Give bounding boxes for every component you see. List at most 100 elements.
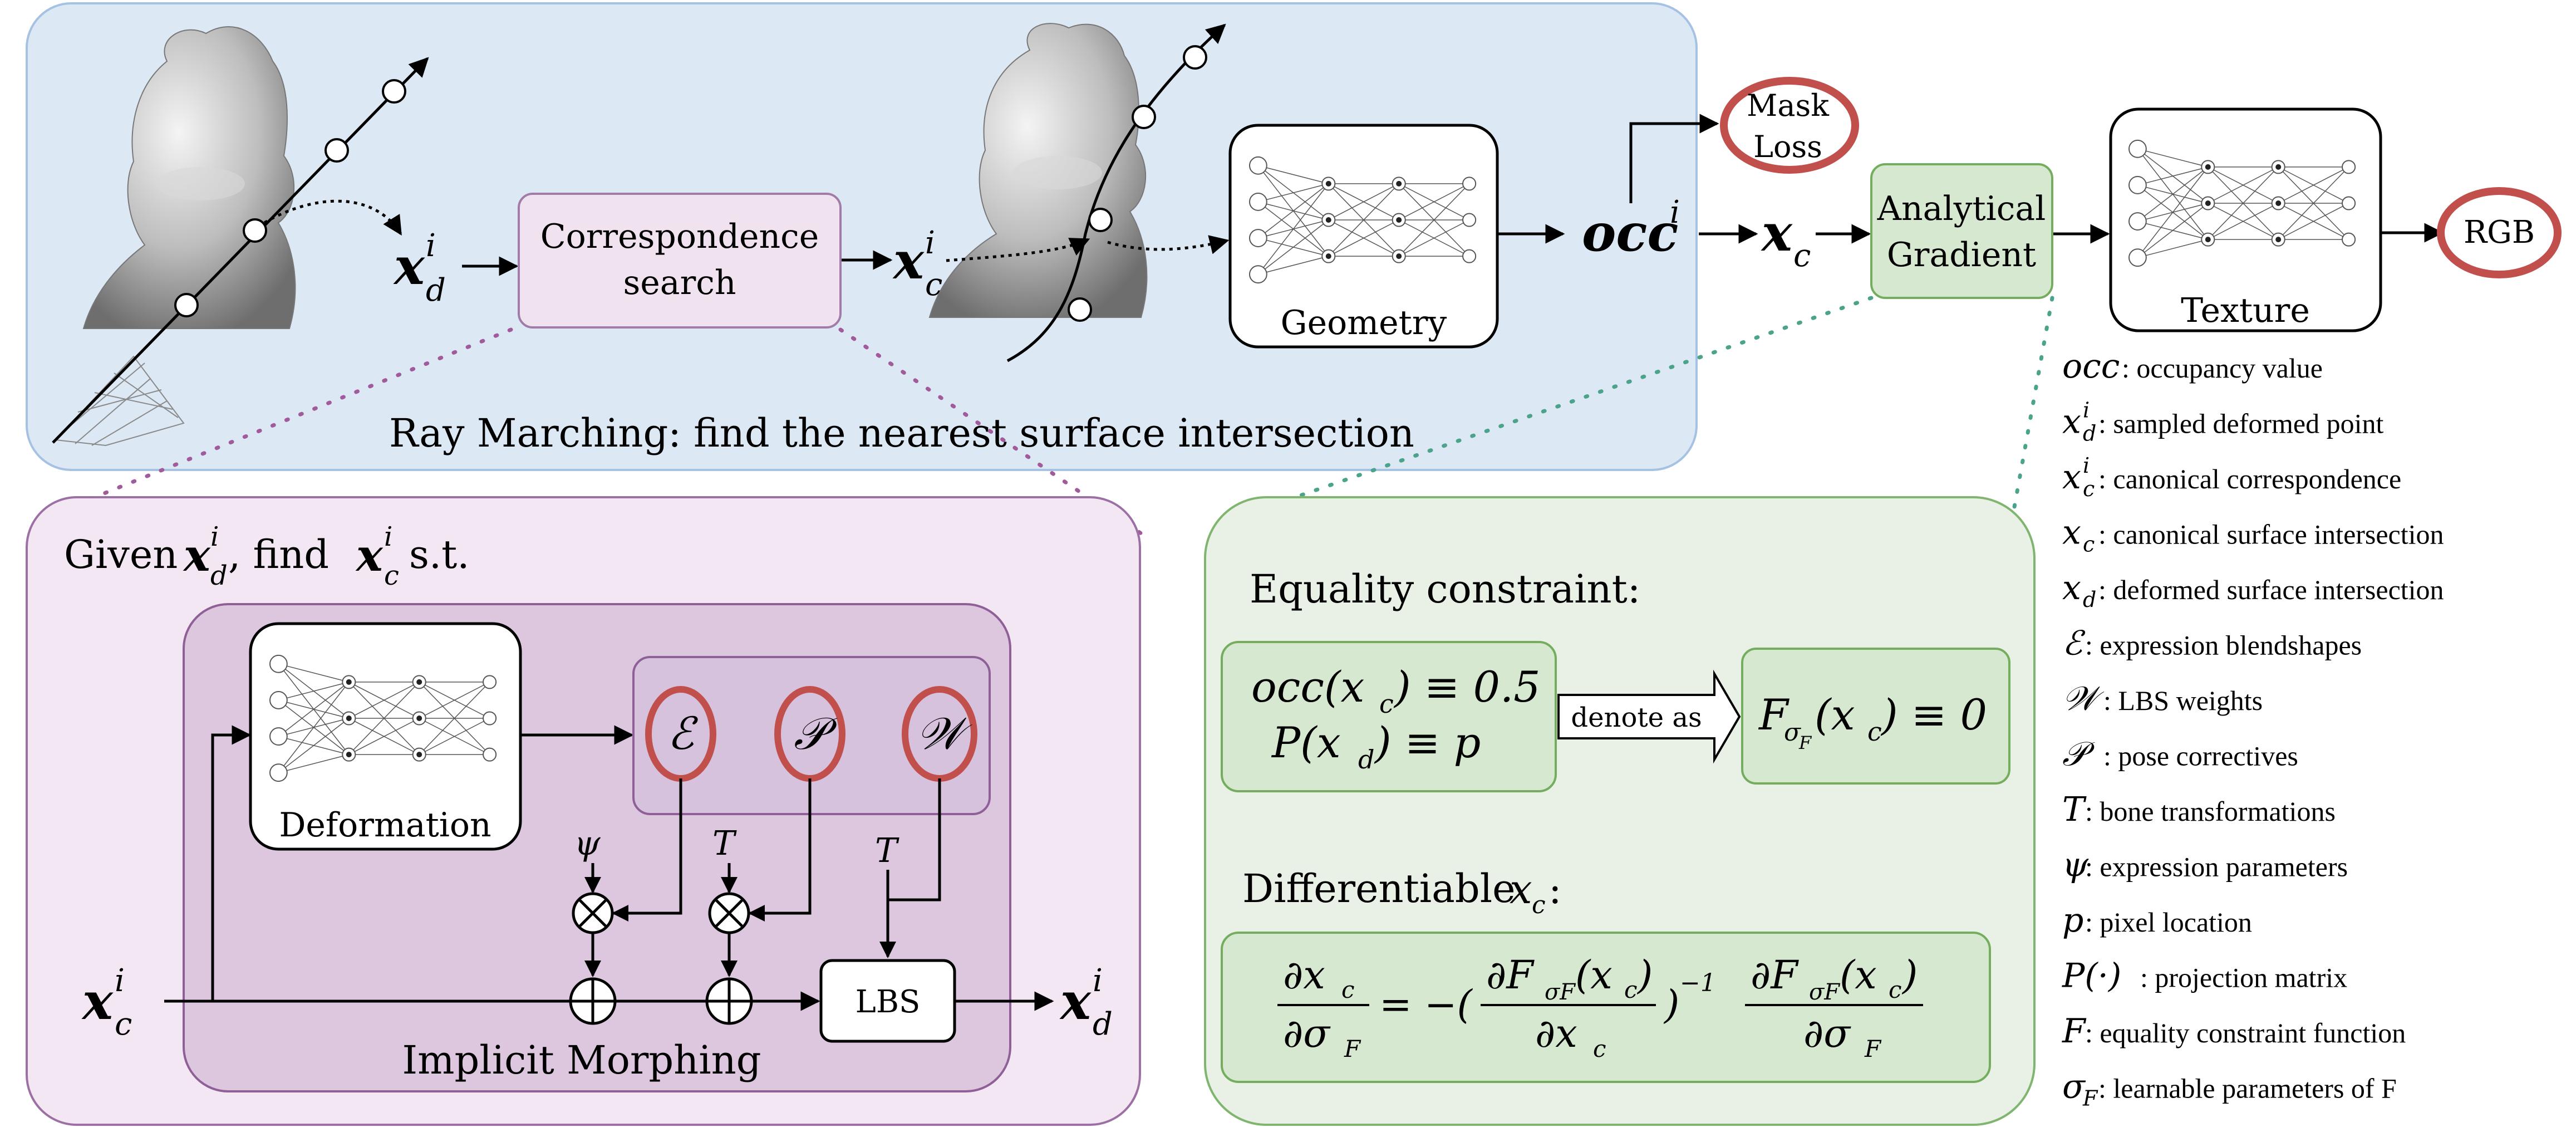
- eq-line2-rest: ) ≡ p: [1374, 718, 1481, 767]
- network-node-dot: [416, 752, 422, 758]
- network-edge: [2137, 166, 2209, 222]
- dotted-connector-green: [2007, 296, 2054, 537]
- network-edge: [1328, 219, 1399, 257]
- legend-entry: P(·): projection matrix: [2062, 957, 2347, 996]
- output-xd: x: [1059, 971, 1092, 1031]
- network-edge: [2137, 239, 2208, 258]
- network-node-dot: [2205, 237, 2211, 243]
- psi-label: ψ: [574, 824, 601, 863]
- arrow-E-to-multiply: [612, 778, 682, 922]
- given-xc-sup: i: [384, 521, 392, 552]
- ray-sample-point: [1068, 297, 1092, 322]
- frac1-den: ∂σ: [1283, 1011, 1331, 1056]
- E-symbol: ℰ: [667, 708, 699, 759]
- F-main: F: [1758, 690, 1790, 739]
- xc-label: x: [892, 231, 925, 291]
- network-node-dot: [2205, 200, 2211, 206]
- frac3-den-sub: F: [1864, 1035, 1882, 1062]
- network-node-dot: [2275, 200, 2282, 206]
- network-edge: [419, 682, 490, 755]
- network-edge: [2137, 166, 2208, 186]
- network-edge: [1258, 183, 1329, 203]
- mask-loss-line1: Mask: [1747, 88, 1830, 123]
- eq-line1-rest: ) ≡ 0.5: [1393, 662, 1541, 712]
- network-node: [269, 654, 288, 673]
- given-xd-sup: i: [210, 521, 219, 552]
- network-edge: [2208, 166, 2279, 204]
- xd-label: x: [393, 236, 425, 296]
- network-node: [1249, 193, 1267, 211]
- legend-subscript: c: [2083, 477, 2095, 501]
- legend-symbol: p: [2062, 901, 2083, 940]
- network-node: [1462, 177, 1477, 191]
- head-scan-canonical: [928, 23, 1148, 318]
- network-node: [483, 675, 497, 689]
- network-node: [2342, 160, 2356, 174]
- T2-label: T: [875, 831, 899, 870]
- network-edge: [419, 682, 490, 719]
- F-rest-post: ) ≡ 0: [1880, 690, 1987, 739]
- denote-as-arrow: [1557, 669, 1741, 764]
- multiply-op-1-sign: [579, 899, 607, 927]
- camera-ray-1: [52, 57, 429, 444]
- F-sub: σ: [1784, 718, 1802, 747]
- legend-entry: occ: occupancy value: [2062, 347, 2323, 386]
- xc-sup: i: [925, 225, 935, 261]
- legend-description: : LBS weights: [2103, 685, 2263, 716]
- frac3-num-rest: (x: [1840, 952, 1877, 998]
- legend-entry: 𝒲: LBS weights: [2062, 679, 2263, 718]
- add-op-2-sign: [707, 979, 751, 1023]
- arrow-occ-to-mask: [1629, 114, 1719, 203]
- network-node-dot: [1325, 217, 1331, 223]
- network-node: [1249, 229, 1267, 247]
- frac1-num: ∂x: [1283, 952, 1325, 998]
- network-node: [1249, 265, 1267, 284]
- eq-line1: occ(x: [1251, 662, 1364, 712]
- given-prefix: Given: [64, 532, 178, 577]
- frac2-num-rest-sub: c: [1624, 976, 1638, 1003]
- dotted-link: [263, 199, 402, 236]
- legend-entry: ψ: expression parameters: [2062, 846, 2348, 885]
- network-node-dot: [1396, 253, 1402, 259]
- occ-label: occ: [1582, 203, 1678, 263]
- network-edge: [2137, 203, 2209, 258]
- legend-entry: T: bone transformations: [2062, 790, 2336, 829]
- given-xc: x: [355, 529, 384, 581]
- network-node: [2128, 212, 2147, 231]
- ray-sample-point: [174, 293, 199, 317]
- constraint-equations: occ(x c ) ≡ 0.5 P(x d ) ≡ p: [1251, 662, 1541, 775]
- rgb-label: RGB: [2464, 214, 2535, 251]
- legend-symbol: x: [2062, 403, 2081, 442]
- legend-description: : expression blendshapes: [2085, 630, 2362, 661]
- input-xc: x: [81, 971, 114, 1031]
- network-node: [1249, 156, 1267, 175]
- network-node-dot: [1325, 253, 1331, 259]
- network-node-dot: [416, 716, 422, 721]
- network-node-dot: [1396, 217, 1402, 223]
- legend-entry: ℰ: expression blendshapes: [2062, 624, 2362, 663]
- deformation-network-graph: [269, 654, 497, 782]
- network-edge: [278, 718, 350, 773]
- network-edge: [348, 682, 420, 755]
- network-node-dot: [2275, 237, 2282, 243]
- branch-to-deformation: [211, 725, 252, 1001]
- network-edge: [278, 754, 349, 773]
- dotted-link: [946, 238, 1090, 262]
- network-edge: [1328, 183, 1399, 220]
- network-node: [1462, 213, 1477, 227]
- network-edge: [1258, 256, 1329, 275]
- legend-symbol: ℰ: [2062, 624, 2086, 663]
- network-edge: [2137, 166, 2209, 258]
- rgb-circle: [2437, 187, 2562, 278]
- legend-symbol: ψ: [2062, 846, 2089, 885]
- eq-line1-sub: c: [1379, 689, 1394, 719]
- ray-marching-caption: Ray Marching: find the nearest surface i…: [389, 410, 1414, 456]
- legend-subscript: d: [2083, 587, 2096, 612]
- network-node-dot: [346, 679, 352, 685]
- xc-out-label: x: [1761, 203, 1793, 263]
- network-node: [2342, 232, 2356, 247]
